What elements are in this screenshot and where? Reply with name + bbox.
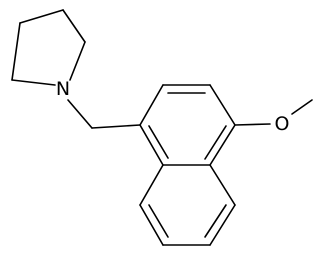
bond bbox=[139, 204, 164, 246]
naphthalene-lower-ring bbox=[139, 164, 236, 246]
oxygen-atom-label: O bbox=[275, 113, 290, 135]
methylene-linker bbox=[67, 99, 141, 129]
bond bbox=[139, 124, 164, 166]
double-bond-inner bbox=[204, 125, 227, 160]
bond bbox=[11, 22, 21, 81]
bond bbox=[69, 41, 86, 81]
double-bond-inner bbox=[148, 125, 169, 159]
methoxy-group bbox=[234, 99, 313, 126]
bond bbox=[139, 84, 164, 126]
pyrrolidine-ring bbox=[11, 9, 86, 86]
bond bbox=[209, 124, 236, 166]
bond bbox=[62, 9, 86, 43]
naphthalene-upper-ring bbox=[139, 84, 236, 166]
double-bond-inner bbox=[204, 204, 227, 238]
bond bbox=[11, 79, 56, 86]
double-bond-inner bbox=[148, 204, 169, 238]
bond bbox=[91, 124, 141, 129]
bond bbox=[209, 164, 236, 206]
bond bbox=[209, 204, 236, 246]
bond bbox=[291, 99, 313, 115]
bond bbox=[234, 123, 271, 126]
bond bbox=[139, 164, 164, 206]
bond bbox=[209, 84, 236, 126]
bond bbox=[67, 99, 93, 129]
bond bbox=[19, 9, 64, 24]
nitrogen-atom-label: N bbox=[56, 78, 70, 100]
